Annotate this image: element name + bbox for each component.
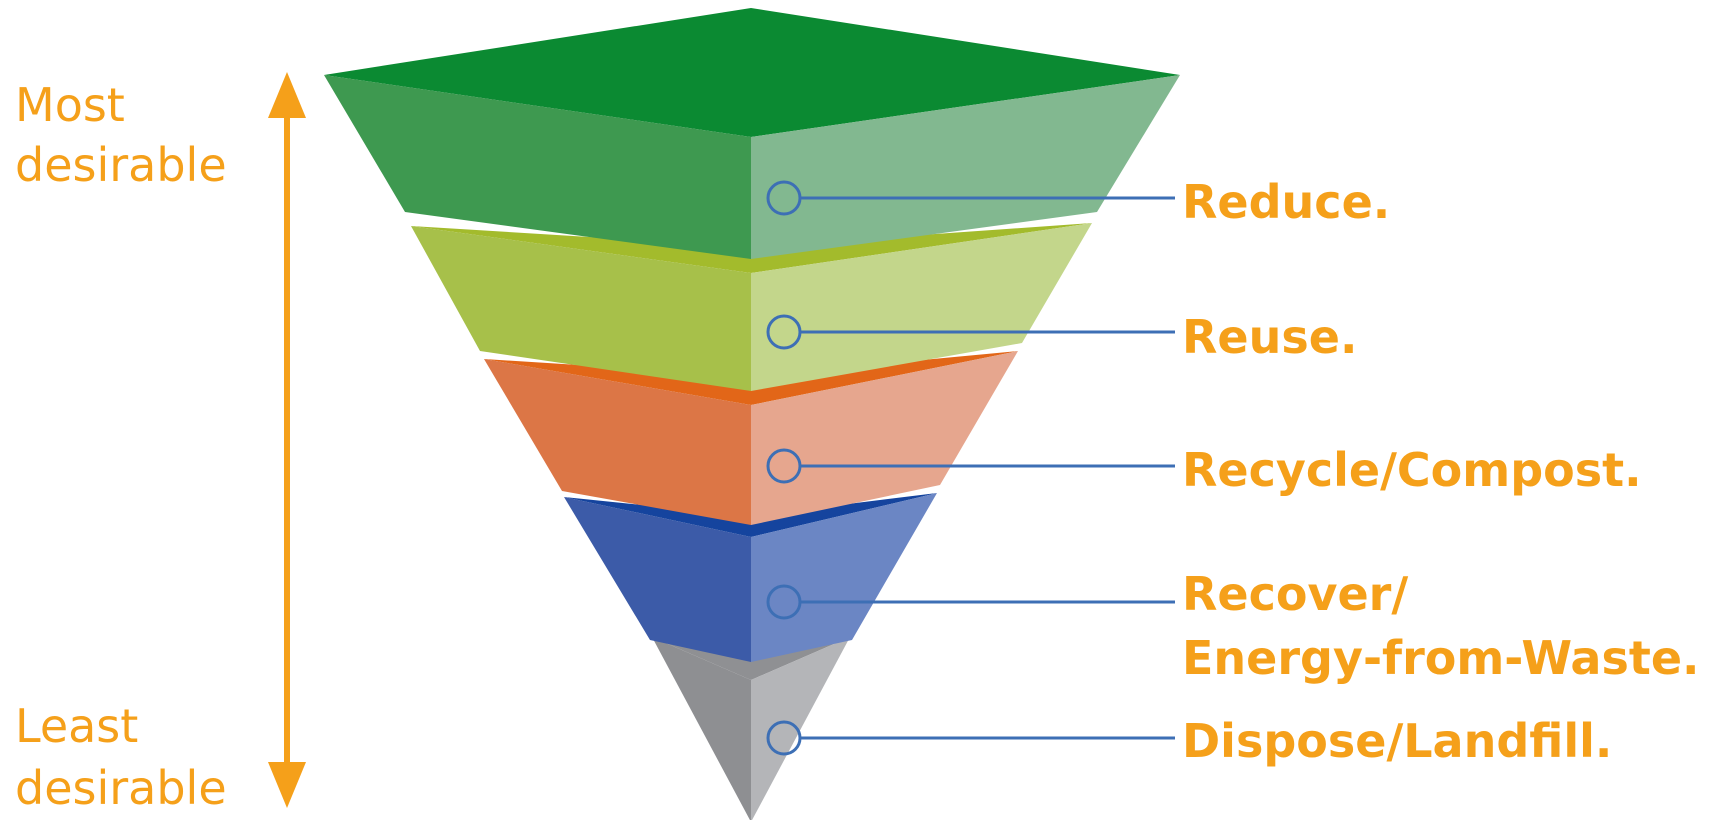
- recycle-side-face: [751, 351, 1018, 525]
- reduce-marker-icon: [766, 180, 802, 216]
- dispose-side-face: [751, 637, 850, 820]
- reduce-side-face: [751, 75, 1180, 259]
- least-desirable-line1: Least: [15, 699, 138, 753]
- least-desirable-label: Least desirable: [15, 699, 227, 815]
- pyramid-level-dispose: [652, 637, 850, 820]
- arrow-head-down-icon: [268, 762, 306, 808]
- recover-label-line2: Energy-from-Waste.: [1182, 631, 1700, 685]
- most-desirable-line1: Most: [15, 78, 125, 132]
- desirability-arrow: [268, 72, 306, 808]
- recycle-label: Recycle/Compost.: [1182, 443, 1642, 497]
- pyramid-level-recover: [564, 493, 937, 662]
- dispose-marker-icon: [766, 720, 802, 756]
- reuse-label: Reuse.: [1182, 310, 1357, 364]
- reduce-top-face: [324, 8, 1180, 137]
- dispose-front-face: [652, 637, 751, 820]
- leader-lines: [766, 180, 1175, 756]
- pyramid-level-reduce: [324, 8, 1180, 259]
- recover-label-line1: Recover/: [1182, 567, 1408, 621]
- most-desirable-line2: desirable: [15, 138, 227, 192]
- recover-label: Recover/ Energy-from-Waste.: [1182, 567, 1700, 685]
- least-desirable-line2: desirable: [15, 761, 227, 815]
- reduce-front-face: [324, 75, 751, 259]
- recycle-front-face: [484, 359, 751, 525]
- arrow-head-up-icon: [268, 72, 306, 118]
- most-desirable-label: Most desirable: [15, 78, 227, 192]
- dispose-label: Dispose/Landfill.: [1182, 714, 1612, 768]
- reuse-marker-icon: [766, 314, 802, 350]
- recover-side-face: [751, 493, 937, 662]
- recover-front-face: [564, 497, 751, 662]
- reuse-side-face: [751, 223, 1092, 391]
- recover-top-face: [564, 493, 937, 537]
- recycle-marker-icon: [766, 448, 802, 484]
- level-labels: Reduce. Reuse. Recycle/Compost. Recover/…: [1182, 175, 1700, 768]
- reuse-front-face: [411, 226, 751, 391]
- reduce-label: Reduce.: [1182, 175, 1390, 229]
- recover-marker-icon: [766, 584, 802, 620]
